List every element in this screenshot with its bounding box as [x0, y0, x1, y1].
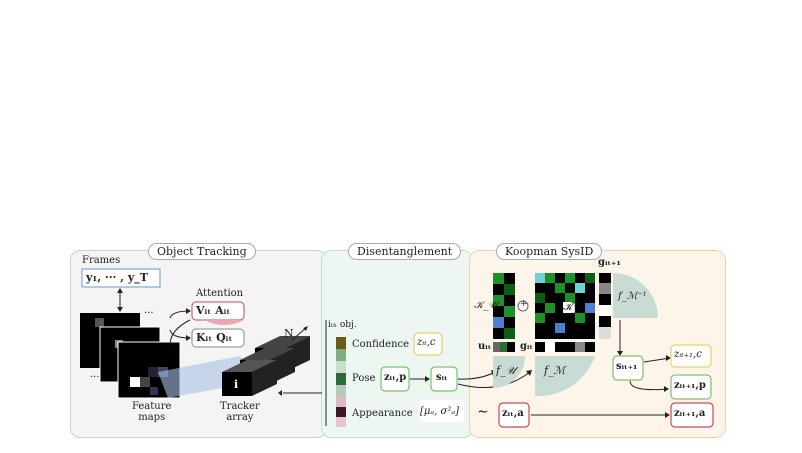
ith-object-label: iₜₕ obj.	[328, 320, 357, 330]
confidence-label: Confidence	[352, 339, 410, 350]
f-u-label: f_𝒰	[496, 364, 516, 377]
attention-label: Attention	[196, 288, 244, 299]
z-t1a-label: zᵢₜ₊₁,a	[674, 408, 706, 419]
s-t-box	[430, 366, 458, 392]
tracker-array-label: Tracker array	[220, 401, 260, 423]
k-u-label: 𝒦_𝒰	[474, 300, 498, 311]
k-matrix	[535, 273, 595, 339]
pose-label: Pose	[352, 373, 376, 384]
f-m-inv-label: f_ℳ⁻¹	[618, 291, 647, 302]
s-t1-box	[612, 355, 644, 381]
f-u-encoder	[493, 356, 525, 388]
sampling-tilde: ∼	[477, 404, 489, 420]
kq-text: Kᵢₜ Qᵢₜ	[196, 331, 233, 344]
z-ta-variable: zᵢₜ,a	[502, 408, 524, 419]
tracker-array	[222, 336, 310, 396]
n-label: N	[284, 327, 294, 340]
s-t1-label: sᵢₜ₊₁	[616, 361, 638, 372]
object-tracking-title: Object Tracking	[148, 243, 256, 260]
va-text: Vᵢₜ Aᵢₜ	[196, 304, 231, 317]
frames-sequence: y₁, ··· , y_T	[86, 271, 148, 284]
plus-sign: +	[520, 299, 528, 309]
g-t-vector	[535, 342, 595, 352]
z-t1p-label: zᵢₜ₊₁,p	[674, 380, 706, 391]
appearance-label: Appearance	[352, 408, 413, 419]
s-t-variable: sᵢₜ	[436, 372, 448, 383]
f-m-label: f_ℳ	[544, 364, 566, 377]
z-t1c-box	[670, 344, 712, 368]
appearance-var-box	[420, 400, 464, 422]
koopman-sysid-title: Koopman SysID	[496, 243, 603, 260]
appearance-variable: [μₐ, σ²ₐ]	[420, 406, 460, 417]
z-ta-box	[498, 402, 530, 428]
g-t1-vector	[599, 273, 611, 339]
z-tp-box	[380, 366, 410, 392]
frames-label: Frames	[82, 255, 121, 266]
g-t1-label: gᵢₜ₊₁	[598, 257, 621, 268]
dots-bottom: ···	[90, 372, 100, 383]
k-u-matrix	[493, 273, 515, 339]
latent-vector-strip	[336, 337, 346, 427]
confidence-var-box	[413, 332, 443, 356]
k-label: 𝒦	[563, 302, 573, 313]
g-t-label: gᵢₜ	[520, 341, 534, 352]
feature-maps-label: Feature maps	[132, 401, 172, 423]
tracker-index-label: i	[234, 378, 239, 391]
disentanglement-title: Disentanglement	[348, 243, 462, 260]
dots-top: ···	[144, 308, 154, 319]
z-t1c-label: zᵢₜ₊₁,c	[674, 349, 702, 360]
kq-box	[191, 328, 245, 348]
z-t1a-box	[670, 402, 714, 428]
f-m-encoder	[535, 356, 595, 397]
f-m-inv-decoder	[613, 273, 658, 318]
plus-circle	[517, 300, 529, 312]
frames-box	[81, 268, 161, 288]
z-t1p-box	[670, 374, 712, 400]
confidence-variable: zᵢₜ,c	[417, 337, 436, 348]
u-t-label: uᵢₜ	[478, 341, 492, 352]
pose-variable: zᵢₜ,p	[384, 372, 407, 383]
